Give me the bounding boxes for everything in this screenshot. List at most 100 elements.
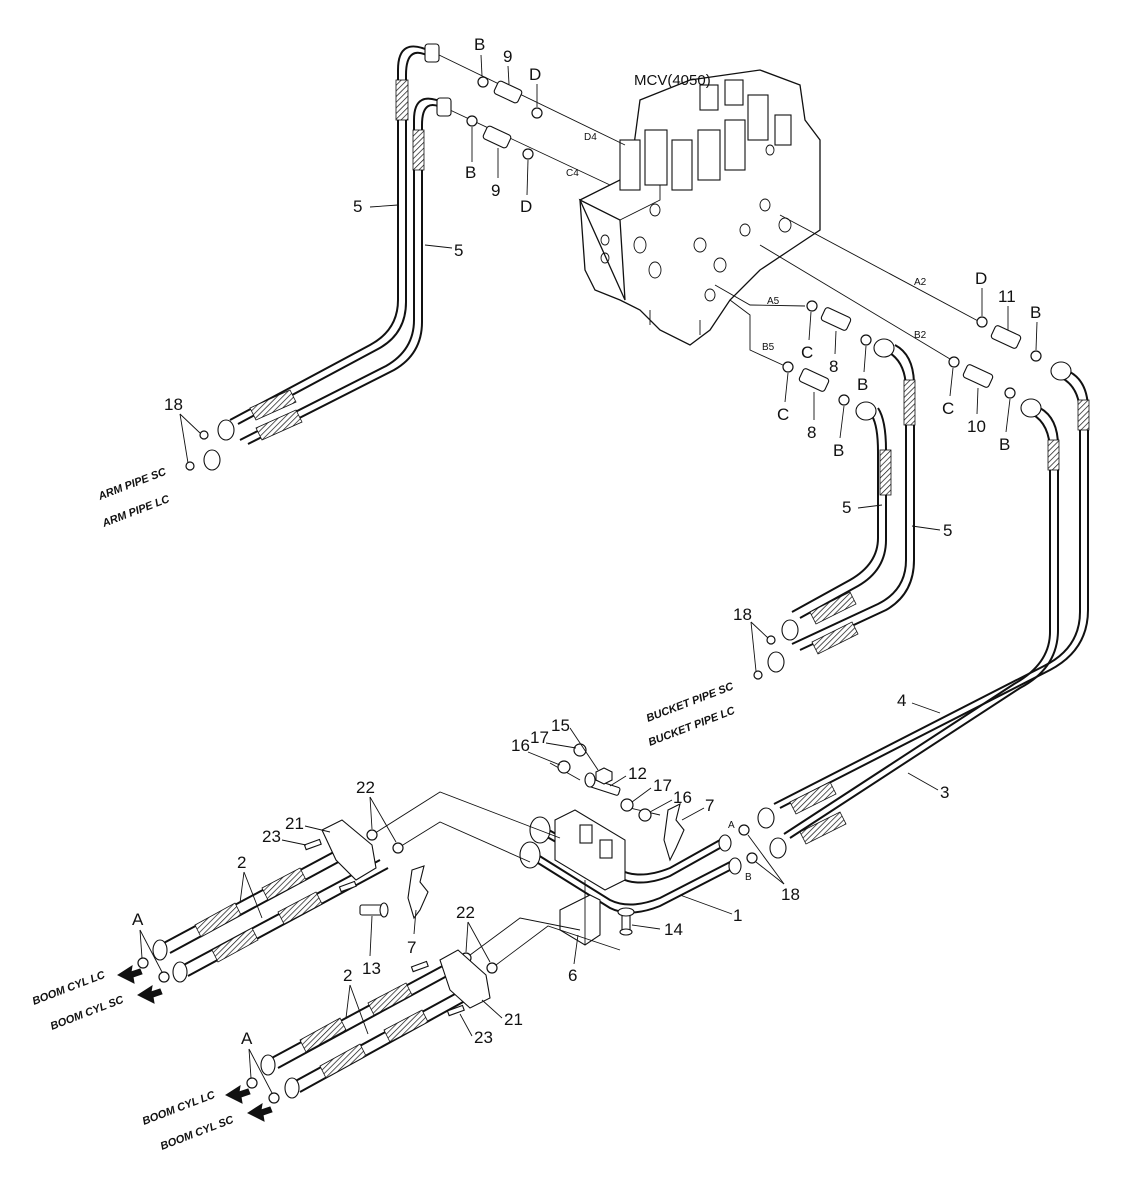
oring-c-lower bbox=[782, 361, 794, 373]
boom-long-hoses bbox=[757, 361, 1090, 859]
washer-16-lower bbox=[638, 808, 652, 822]
oring-d-11 bbox=[976, 316, 988, 328]
boom-pipe-assembly bbox=[359, 772, 742, 946]
oring-c-upper bbox=[806, 300, 818, 312]
oring-c-10 bbox=[948, 356, 960, 368]
label-boom-cyl-sc-lower: BOOM CYL SC bbox=[159, 1113, 237, 1152]
callout-18-bucket: 18 bbox=[733, 605, 752, 624]
callout-17-lower: 17 bbox=[653, 776, 672, 795]
port-d4: D4 bbox=[584, 132, 597, 143]
oring-22-upper-a bbox=[366, 829, 378, 841]
washer-16-upper bbox=[557, 760, 571, 774]
port-c4: C4 bbox=[566, 168, 579, 179]
oring-18-bucket-sc bbox=[766, 635, 776, 645]
oring-b-10 bbox=[1004, 387, 1016, 399]
callout-8-2: 8 bbox=[807, 423, 816, 442]
arm-hoses bbox=[203, 43, 452, 471]
callout-a-upper: A bbox=[132, 910, 144, 929]
callout-b-1: B bbox=[474, 35, 485, 54]
port-a2: A2 bbox=[914, 277, 927, 288]
oring-b-8-upper bbox=[860, 334, 872, 346]
callout-b-4: B bbox=[833, 441, 844, 460]
callout-c-3: C bbox=[942, 399, 954, 418]
oring-18-arm-sc bbox=[199, 430, 209, 440]
callout-5-arm-lower: 5 bbox=[454, 241, 463, 260]
adapter-9-upper bbox=[493, 80, 523, 104]
callout-21-upper: 21 bbox=[285, 814, 304, 833]
callout-c-2: C bbox=[777, 405, 789, 424]
port-b-right: B bbox=[745, 872, 752, 883]
port-b5: B5 bbox=[762, 342, 775, 353]
label-boom-cyl-lc-lower: BOOM CYL LC bbox=[141, 1089, 218, 1128]
label-boom-cyl-sc-upper: BOOM CYL SC bbox=[49, 993, 127, 1032]
port-b2: B2 bbox=[914, 330, 927, 341]
arrow-boom-lc-upper bbox=[116, 964, 143, 984]
callout-c-1: C bbox=[801, 343, 813, 362]
washer-17-lower bbox=[620, 798, 634, 812]
callout-b-3: B bbox=[857, 375, 868, 394]
oring-b-11 bbox=[1030, 350, 1042, 362]
callout-4: 4 bbox=[897, 691, 906, 710]
callout-2-lower: 2 bbox=[343, 966, 352, 985]
callout-10: 10 bbox=[967, 417, 986, 436]
callout-11: 11 bbox=[998, 287, 1016, 306]
callout-2-upper: 2 bbox=[237, 853, 246, 872]
oring-d-upper bbox=[531, 107, 543, 119]
adapter-8-lower bbox=[798, 368, 830, 392]
callout-16-lower: 16 bbox=[673, 788, 692, 807]
adapter-8-upper bbox=[820, 307, 852, 331]
port-a5: A5 bbox=[767, 296, 780, 307]
bucket-hoses bbox=[767, 338, 916, 673]
nut-15 bbox=[595, 767, 613, 785]
oring-18-arm-lc bbox=[185, 461, 195, 471]
boom-cyl-hoses-lower bbox=[260, 949, 491, 1099]
oring-b-lower bbox=[466, 115, 478, 127]
callout-13: 13 bbox=[362, 959, 381, 978]
callout-17-upper: 17 bbox=[530, 728, 549, 747]
callout-9-2: 9 bbox=[491, 181, 500, 200]
oring-18-boom-b bbox=[746, 852, 758, 864]
callout-22-lower: 22 bbox=[456, 903, 475, 922]
oring-a-upper-sc bbox=[158, 971, 170, 983]
callout-8-1: 8 bbox=[829, 357, 838, 376]
callout-22-upper: 22 bbox=[356, 778, 375, 797]
oring-18-bucket-lc bbox=[753, 670, 763, 680]
oring-b-8-lower bbox=[838, 394, 850, 406]
arrow-boom-sc-upper bbox=[136, 984, 163, 1004]
oring-d-lower bbox=[522, 148, 534, 160]
callout-15: 15 bbox=[551, 716, 570, 735]
callout-16-upper: 16 bbox=[511, 736, 530, 755]
callout-d-1: D bbox=[529, 65, 541, 84]
adapter-9-lower bbox=[482, 125, 512, 149]
callout-14: 14 bbox=[664, 920, 683, 939]
oring-a-upper-lc bbox=[137, 957, 149, 969]
callout-7-left: 7 bbox=[407, 938, 416, 957]
callout-21-lower: 21 bbox=[504, 1010, 523, 1029]
callout-18-boom: 18 bbox=[781, 885, 800, 904]
oring-22-upper-b bbox=[392, 842, 404, 854]
callout-b-2: B bbox=[465, 163, 476, 182]
oring-a-lower-sc bbox=[268, 1092, 280, 1104]
callout-a-lower: A bbox=[241, 1029, 253, 1048]
label-boom-cyl-lc-upper: BOOM CYL LC bbox=[31, 969, 108, 1008]
callout-6: 6 bbox=[568, 966, 577, 985]
mcv-title: MCV(4050) bbox=[634, 72, 711, 89]
boom-cyl-hoses-upper bbox=[152, 819, 389, 983]
callout-5-arm-upper: 5 bbox=[353, 197, 362, 216]
callout-7-right: 7 bbox=[705, 796, 714, 815]
oring-a-lower-lc bbox=[246, 1077, 258, 1089]
oring-18-boom-a bbox=[738, 824, 750, 836]
port-a-right: A bbox=[728, 820, 735, 831]
callout-18-arm: 18 bbox=[164, 395, 183, 414]
adapter-10 bbox=[962, 364, 994, 388]
callout-b-6: B bbox=[999, 435, 1010, 454]
callout-23-upper: 23 bbox=[262, 827, 281, 846]
arrow-boom-sc-lower bbox=[246, 1102, 273, 1122]
oring-b-upper bbox=[477, 76, 489, 88]
callout-23-lower: 23 bbox=[474, 1028, 493, 1047]
callout-5-bucket-left: 5 bbox=[842, 498, 851, 517]
callout-12: 12 bbox=[628, 764, 647, 783]
arrow-boom-lc-lower bbox=[224, 1084, 251, 1104]
callout-d-3: D bbox=[975, 269, 987, 288]
